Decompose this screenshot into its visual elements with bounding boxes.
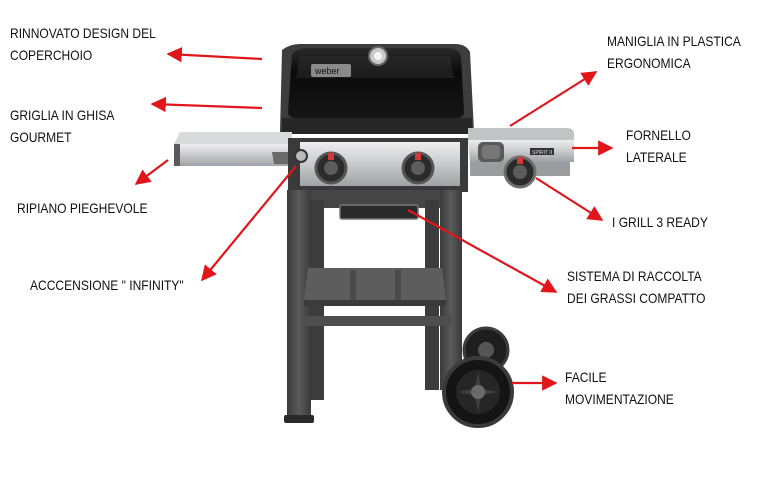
label-lid-design: RINNOVATO DESIGN DEL COPERCHOIO: [10, 25, 156, 63]
wheel-icon: [442, 356, 514, 428]
arrow-icon: [535, 177, 604, 221]
label-side-burner: FORNELLO LATERALE: [626, 127, 691, 165]
label-infinity-ignition: ACCCENSIONE " INFINITY": [30, 277, 184, 293]
ignition-button-icon: [294, 149, 308, 163]
control-knob-icon: [503, 155, 537, 189]
cart-frame: [284, 190, 462, 423]
arrow-icon: [166, 47, 263, 63]
grease-tray: [339, 204, 419, 220]
left-side-shelf: [174, 132, 292, 166]
arrow-icon: [150, 96, 263, 113]
arrow-icon: [509, 71, 598, 127]
arrow-icon: [201, 165, 297, 282]
lid-logo: weber: [314, 66, 340, 76]
control-knob-icon: [314, 151, 348, 185]
label-grease-system: SISTEMA DI RACCOLTA DEI GRASSI COMPATTO: [567, 268, 706, 306]
label-easy-movement: FACILE MOVIMENTAZIONE: [565, 369, 674, 407]
grill-lid: weber: [280, 44, 474, 134]
arrow-icon: [407, 209, 558, 293]
annotation-arrows: [134, 47, 614, 391]
label-cast-iron-grate: GRIGLIA IN GHISA GOURMET: [10, 107, 115, 145]
label-folding-shelf: RIPIANO PIEGHEVOLE: [17, 200, 148, 216]
panel-badge: SPIRIT II: [532, 150, 552, 156]
label-ergonomic-handle: MANIGLIA IN PLASTICA ERGONOMICA: [607, 33, 741, 71]
control-panel: [288, 138, 468, 192]
control-knob-icon: [401, 151, 435, 185]
arrow-icon: [134, 159, 169, 185]
label-igrill-ready: I GRILL 3 READY: [612, 214, 708, 230]
side-burner: SPIRIT II: [468, 128, 574, 189]
